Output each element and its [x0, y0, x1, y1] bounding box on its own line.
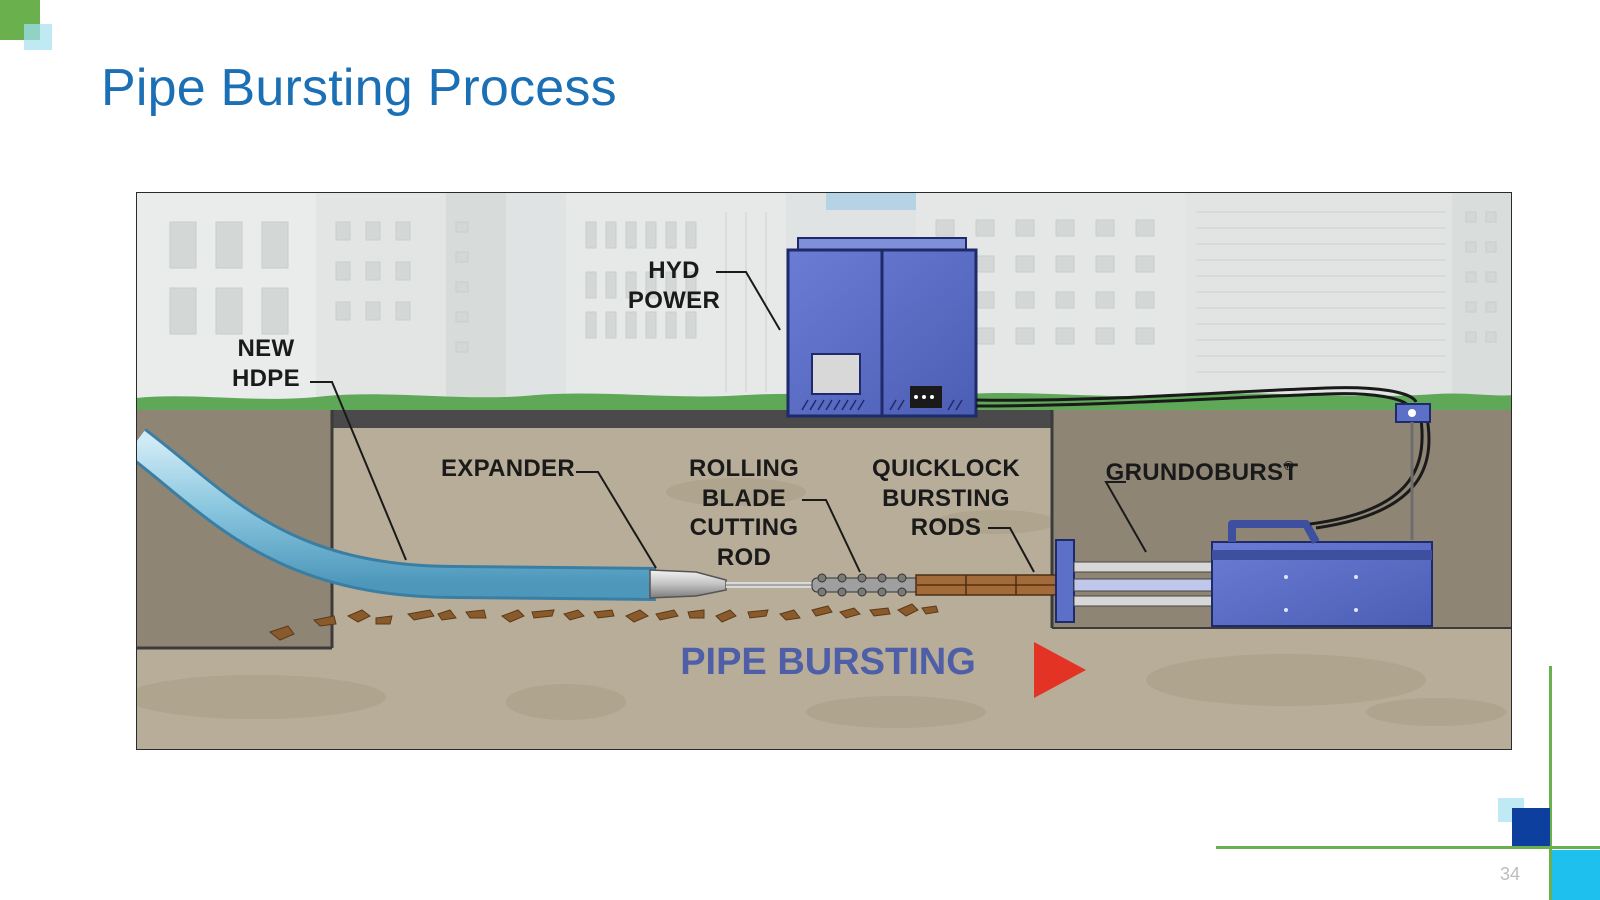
page-number: 34 — [1500, 864, 1521, 884]
hose-coupling — [1395, 403, 1431, 540]
hyd-power-unit — [786, 237, 978, 418]
slide-title: Pipe Bursting Process — [101, 59, 617, 117]
svg-text:RODS: RODS — [911, 514, 982, 541]
quicklock-bursting-rods — [915, 574, 1065, 596]
svg-text:GRUNDOBURST: GRUNDOBURST — [1106, 459, 1299, 486]
svg-text:EXPANDER: EXPANDER — [441, 455, 575, 482]
svg-text:HDPE: HDPE — [232, 365, 300, 392]
corner-accent-vertical-line — [1549, 666, 1552, 900]
arrow-right-icon — [1034, 642, 1086, 698]
expander-cone — [649, 569, 727, 599]
svg-text:NEW: NEW — [238, 335, 295, 362]
old-pipe-fragments — [268, 603, 939, 641]
corner-accent-horizontal-line — [1216, 846, 1600, 849]
label-expander: EXPANDER — [441, 455, 575, 482]
svg-text:CUTTING: CUTTING — [690, 514, 799, 541]
svg-text:®: ® — [1284, 458, 1294, 473]
svg-text:BURSTING: BURSTING — [882, 485, 1010, 512]
svg-text:HYD: HYD — [648, 257, 700, 284]
pipe-bursting-diagram: HYD POWER NEW HDPE EXPANDER ROLLING BLAD… — [136, 192, 1512, 750]
label-quicklock-bursting-rods: QUICKLOCK BURSTING RODS — [872, 455, 1020, 541]
grundoburst-machine — [1055, 520, 1433, 627]
svg-text:QUICKLOCK: QUICKLOCK — [872, 455, 1020, 482]
soil-texture — [136, 478, 1506, 728]
leader-lines — [310, 271, 1147, 573]
label-rolling-blade-cutting-rod: ROLLING BLADE CUTTING ROD — [689, 455, 799, 571]
svg-text:BLADE: BLADE — [702, 485, 786, 512]
label-hyd-power: HYD POWER — [628, 257, 720, 314]
svg-text:ROLLING: ROLLING — [689, 455, 799, 482]
corner-accent-navy-square — [1512, 808, 1550, 846]
svg-text:POWER: POWER — [628, 287, 720, 314]
label-new-hdpe: NEW HDPE — [232, 335, 300, 392]
corner-accent-cyan-square — [1552, 850, 1600, 900]
label-grundoburst: GRUNDOBURST ® — [1106, 458, 1299, 486]
rolling-blades — [811, 573, 923, 597]
hydraulic-hoses — [975, 386, 1431, 530]
svg-text:ROD: ROD — [717, 544, 771, 571]
corner-accent-mint — [24, 24, 40, 40]
label-pipe-bursting: PIPE BURSTING — [680, 641, 976, 683]
